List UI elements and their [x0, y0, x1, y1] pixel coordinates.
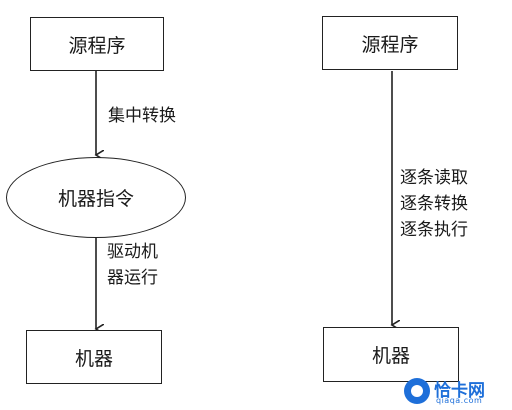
- left-source-program-box: 源程序: [30, 17, 164, 71]
- left-machine-box: 机器: [26, 330, 162, 384]
- right-machine-box: 机器: [323, 327, 459, 382]
- site-watermark: 恰卡网 qiaqa.com: [404, 374, 508, 408]
- right-edge-label-line1: 逐条读取: [400, 168, 468, 188]
- machine-instructions-label: 机器指令: [57, 188, 134, 210]
- watermark-title: 恰卡网: [434, 381, 485, 401]
- right-edge-label-line2: 逐条转换: [400, 194, 468, 214]
- left-edge2-label: 驱动机 器运行: [107, 239, 158, 291]
- right-edge-label: 逐条读取 逐条转换 逐条执行: [400, 165, 468, 243]
- watermark-subtitle: qiaqa.com: [436, 396, 483, 405]
- machine-instructions-ellipse: 机器指令: [6, 157, 186, 238]
- left-edge2-label-line1: 驱动机: [107, 242, 158, 262]
- right-source-program-box: 源程序: [322, 16, 458, 70]
- left-edge1-label: 集中转换: [108, 103, 176, 129]
- right-edge-label-line3: 逐条执行: [400, 220, 468, 240]
- left-edge2-label-line2: 器运行: [107, 268, 158, 288]
- left-edge1-label-text: 集中转换: [108, 106, 176, 126]
- left-machine-label: 机器: [74, 347, 113, 370]
- right-machine-label: 机器: [371, 345, 410, 367]
- left-source-program-label: 源程序: [68, 34, 126, 57]
- watermark-logo-icon: [404, 378, 430, 404]
- right-source-program-label: 源程序: [361, 33, 419, 56]
